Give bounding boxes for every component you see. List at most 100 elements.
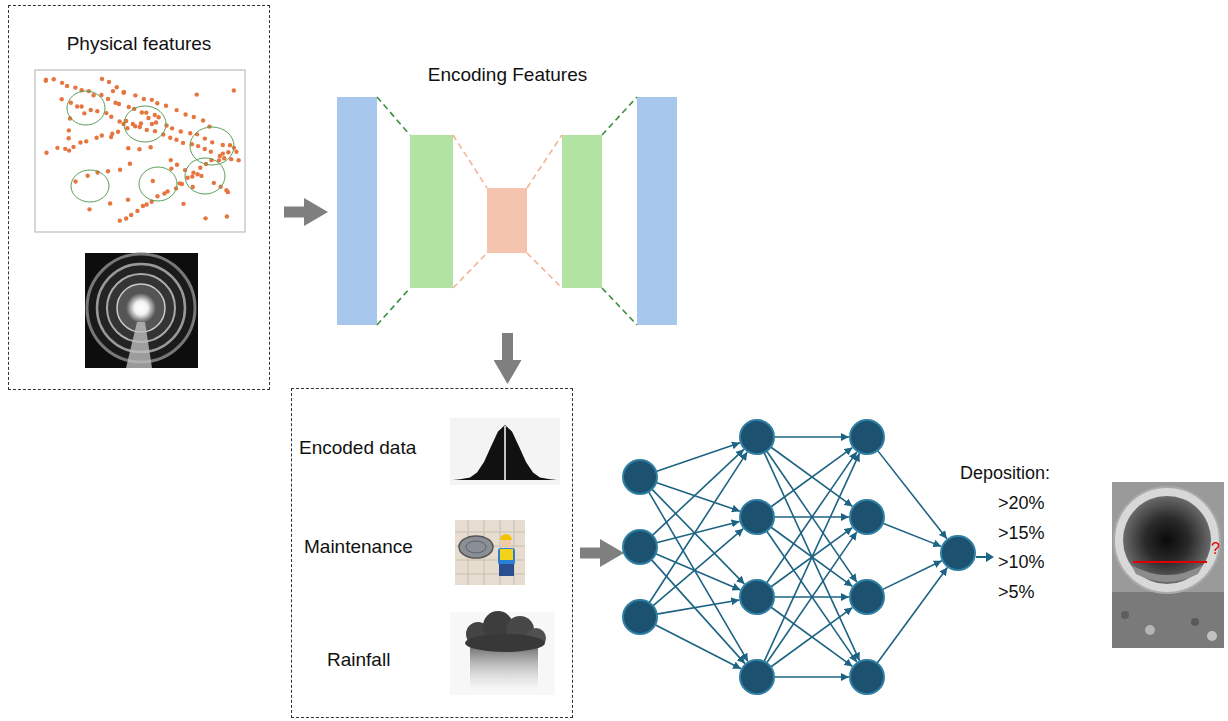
network-link	[649, 452, 747, 603]
network-link	[655, 625, 741, 669]
data-dot	[66, 136, 70, 140]
data-dot	[67, 128, 71, 132]
deposition-line	[1133, 561, 1207, 563]
data-dot	[181, 141, 185, 145]
data-dot	[179, 129, 183, 133]
unknown-mark: ?	[1211, 538, 1220, 560]
cloud-base	[465, 634, 545, 652]
data-dot	[191, 170, 195, 174]
worker-helmet	[500, 534, 512, 540]
input-label: Rainfall	[327, 649, 390, 671]
dashed-link	[377, 288, 410, 325]
data-dot	[144, 202, 148, 206]
dashed-link	[453, 253, 487, 288]
data-dot	[144, 110, 148, 114]
neuron	[850, 420, 884, 454]
data-dot	[109, 115, 113, 119]
class-label: >20%	[998, 492, 1045, 514]
data-dot	[109, 135, 113, 139]
data-dot	[128, 162, 132, 166]
input-label: Encoded data	[299, 437, 416, 459]
data-dot	[228, 143, 232, 147]
manhole-cover	[459, 536, 493, 558]
data-dot	[44, 79, 48, 83]
data-dot	[127, 105, 131, 109]
data-dot	[164, 123, 168, 127]
data-dot	[107, 80, 111, 84]
data-dot	[85, 174, 89, 178]
class-label: >15%	[998, 522, 1045, 544]
data-dot	[65, 84, 69, 88]
data-dot	[115, 85, 119, 89]
dashed-links	[377, 97, 637, 325]
output-heading: Deposition:	[960, 462, 1050, 484]
data-dot	[199, 174, 203, 178]
network-link	[652, 449, 744, 535]
photo-ground	[85, 253, 198, 368]
rain-curtain	[470, 646, 538, 690]
neuron	[740, 500, 774, 534]
arrow-head	[986, 552, 994, 562]
network-link	[767, 451, 857, 582]
data-dot	[55, 146, 59, 150]
data-dot	[148, 145, 152, 149]
data-dot	[222, 156, 226, 160]
network-link	[656, 521, 739, 542]
network-link	[767, 531, 857, 662]
tunnel-light	[126, 293, 156, 323]
data-dot	[94, 136, 98, 140]
stone	[1145, 625, 1155, 635]
data-dot	[124, 216, 128, 220]
network-link	[767, 532, 857, 663]
class-label: >5%	[998, 581, 1035, 603]
dashed-links	[453, 135, 562, 288]
data-dot	[153, 129, 157, 133]
pipe-photo	[1112, 482, 1224, 648]
data-dot	[139, 121, 143, 125]
neuron	[941, 536, 975, 570]
neural-network	[623, 420, 975, 694]
data-dot	[52, 77, 56, 81]
neuron	[740, 580, 774, 614]
data-dot	[122, 90, 126, 94]
neuron	[623, 530, 657, 564]
tunnel-photo	[85, 253, 198, 368]
icon-ground	[450, 612, 555, 695]
data-dot	[155, 101, 159, 105]
data-dot	[146, 116, 150, 120]
cluster-circle	[185, 158, 225, 194]
decoder-layer	[637, 97, 677, 325]
data-dot	[236, 158, 240, 162]
maintenance-icon	[455, 520, 525, 585]
worker-legs	[499, 564, 514, 576]
data-dot	[89, 108, 93, 112]
data-dot	[168, 136, 172, 140]
data-dot	[129, 213, 133, 217]
data-dot	[95, 109, 99, 113]
network-link	[657, 600, 740, 614]
input-panel: Encoded dataMaintenanceRainfall	[291, 388, 573, 718]
neuron	[850, 660, 884, 694]
autoencoder-figure	[337, 97, 677, 325]
data-dot	[195, 92, 199, 96]
data-dot	[73, 179, 77, 183]
mean-line	[504, 426, 506, 480]
input-label: Maintenance	[304, 536, 413, 558]
stone	[1121, 611, 1129, 619]
neuron	[850, 580, 884, 614]
data-dot	[100, 133, 104, 137]
data-dot	[133, 93, 137, 97]
data-dot	[133, 124, 137, 128]
icon-ground	[455, 520, 525, 585]
neuron	[740, 420, 774, 454]
network-link	[656, 554, 741, 590]
data-dot	[169, 158, 173, 162]
block-heading: Encoding Features	[428, 64, 588, 86]
data-dot	[78, 140, 82, 144]
data-dot	[196, 144, 200, 148]
data-dot	[126, 146, 130, 150]
tunnel-water	[126, 322, 152, 368]
data-dot	[118, 168, 122, 172]
data-dot	[150, 98, 154, 102]
data-dot	[177, 181, 181, 185]
